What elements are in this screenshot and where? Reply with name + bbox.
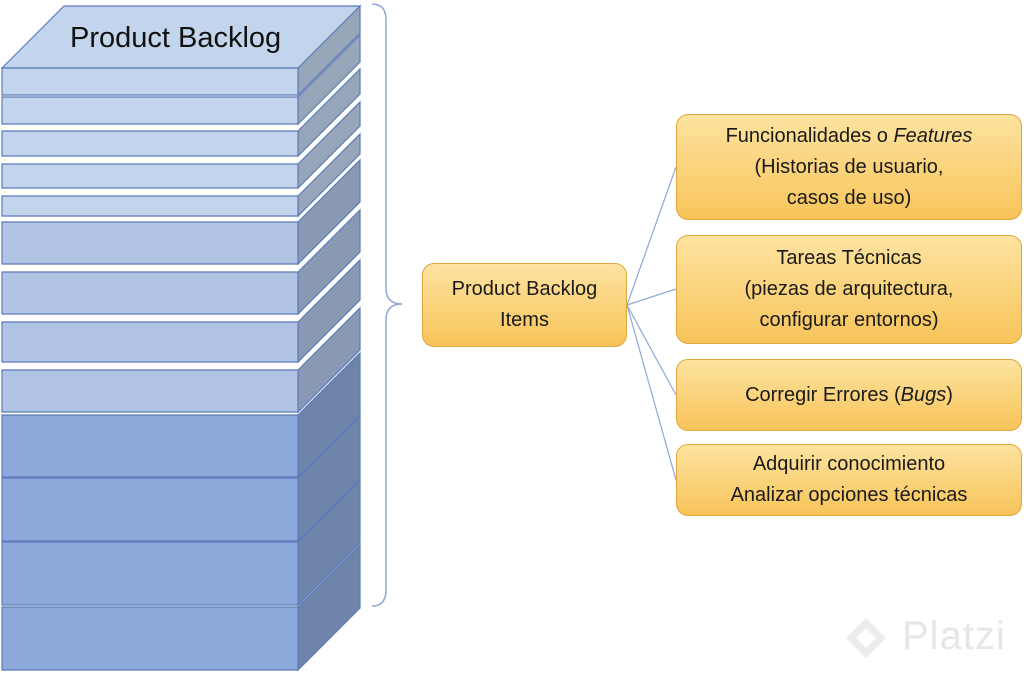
connector-line-4: [626, 304, 677, 481]
item-1-line-1: Funcionalidades o Features: [725, 124, 973, 147]
backlog-layer-front: [1, 221, 299, 265]
item-1-line-3: casos de uso): [786, 186, 912, 209]
backlog-layer-front: [1, 195, 299, 217]
backlog-layer-front: [1, 477, 299, 542]
platzi-logo-icon: [846, 618, 886, 658]
backlog-title: Product Backlog: [70, 22, 282, 54]
product-backlog-items-box: Product Backlog Items: [422, 263, 627, 347]
item-1-italic: Features: [893, 124, 973, 147]
backlog-layer-front: [1, 271, 299, 315]
item-2-line-1: Tareas Técnicas: [776, 247, 922, 269]
connector-line-1: [626, 166, 677, 306]
item-3-italic: Bugs: [900, 383, 947, 406]
item-box-features: Funcionalidades o Features (Historias de…: [676, 114, 1022, 220]
brace: [371, 3, 403, 607]
backlog-layer-front: [1, 369, 299, 413]
backlog-layer-front: [1, 321, 299, 363]
item-3-line-1: Corregir Errores (Bugs): [745, 383, 953, 406]
item-box-knowledge: Adquirir conocimiento Analizar opciones …: [676, 444, 1022, 516]
center-box-line-1: Product Backlog: [451, 278, 598, 300]
item-2-line-3: configurar entornos): [759, 309, 939, 331]
item-4-line-1: Adquirir conocimiento: [752, 453, 946, 475]
watermark-text: Platzi: [902, 614, 1006, 658]
item-box-technical-tasks: Tareas Técnicas (piezas de arquitectura,…: [676, 235, 1022, 344]
item-box-bugs: Corregir Errores (Bugs): [676, 359, 1022, 431]
backlog-layer-front: [1, 414, 299, 478]
backlog-layer-front: [1, 96, 299, 125]
backlog-layer-front: [1, 541, 299, 606]
backlog-layer-front: [1, 606, 299, 671]
item-1-line-2: (Historias de usuario,: [754, 155, 944, 178]
backlog-layer-front: [1, 163, 299, 189]
watermark: [846, 618, 886, 658]
backlog-layer-front: [1, 130, 299, 157]
item-4-line-2: Analizar opciones técnicas: [730, 484, 968, 506]
center-box-line-2: Items: [500, 309, 549, 331]
backlog-layer-front: [1, 67, 299, 96]
connector-line-3: [626, 304, 677, 396]
item-2-line-2: (piezas de arquitectura,: [744, 278, 954, 300]
connector-line-2: [626, 288, 677, 306]
